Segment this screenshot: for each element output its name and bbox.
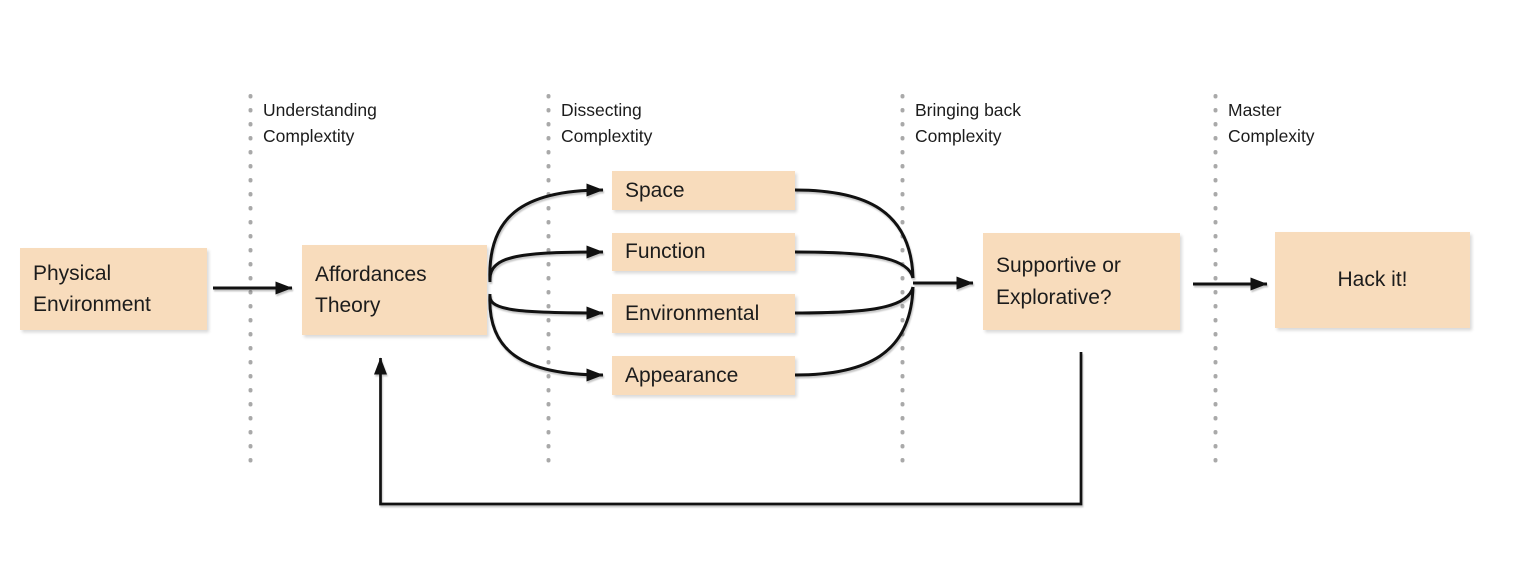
phase-label-understanding-complextity: Understanding Complextity xyxy=(263,100,377,146)
phase-label-dissecting-complextity: Dissecting Complextity xyxy=(561,100,653,146)
node-environmental: Environmental xyxy=(612,294,795,333)
curve-appearance-to-join xyxy=(794,286,915,377)
node-physical-environment: Physical Environment xyxy=(20,248,207,330)
arrow-affordances-to-appearance xyxy=(488,293,604,382)
node-hack-it: Hack it! xyxy=(1275,232,1470,328)
arrow-affordances-to-function xyxy=(488,245,604,281)
node-function: Function xyxy=(612,233,795,271)
node-supportive-or-explorative: Supportive or Explorative? xyxy=(983,233,1180,330)
arrow-affordances-to-environmental xyxy=(488,295,604,320)
phase-label-bringing-back-complexity: Bringing back Complexity xyxy=(915,100,1022,146)
node-appearance: Appearance xyxy=(612,356,795,395)
curve-function-to-join xyxy=(794,250,915,279)
phase-label-master-complexity: Master Complexity xyxy=(1228,100,1315,146)
curve-environmental-to-join xyxy=(794,286,915,315)
arrow-affordances-to-space xyxy=(488,183,604,283)
node-space: Space xyxy=(612,171,795,210)
curve-space-to-join xyxy=(794,188,915,279)
node-affordances-theory: Affordances Theory xyxy=(302,245,487,335)
